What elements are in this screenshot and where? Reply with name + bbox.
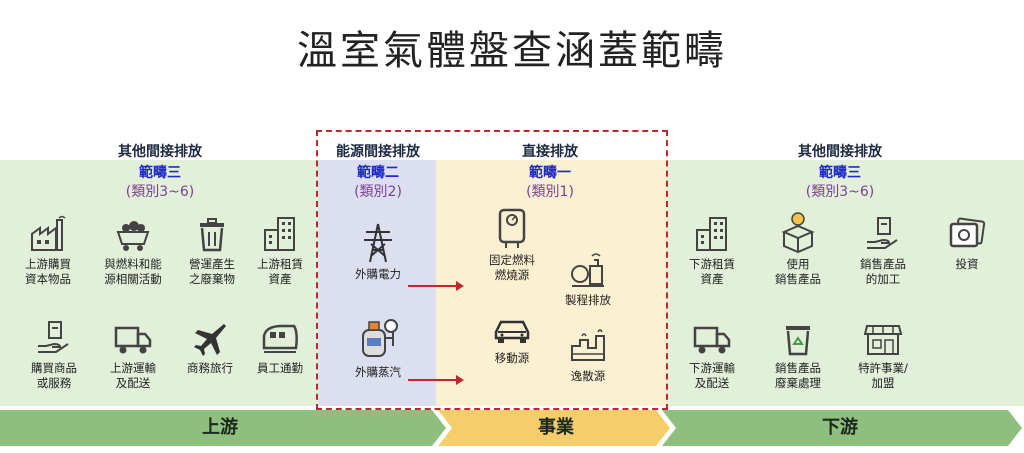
office-building-icon xyxy=(264,217,295,251)
water-heater-icon xyxy=(498,208,526,248)
direct-band-arrow xyxy=(438,410,670,446)
downstream-panel xyxy=(666,160,1024,406)
direct-category: (類別1) xyxy=(526,184,574,200)
upstream-panel xyxy=(0,160,318,406)
upstream-band-arrow xyxy=(0,410,446,446)
money-icon xyxy=(949,217,986,248)
energy-item-electricity: 外購電力 xyxy=(338,222,418,282)
downstream-item-franchise: 特許事業/ 加盟 xyxy=(843,318,923,391)
direct-scope: 範疇一 xyxy=(529,165,571,181)
upstream-item-leased-assets: 上游租賃 資產 xyxy=(240,214,320,287)
truck-icon xyxy=(693,326,731,354)
downstream-item-transport: 下游運輸 及配送 xyxy=(672,318,752,391)
coal-cart-icon xyxy=(116,221,150,251)
process-icon xyxy=(571,253,604,287)
direct-header: 直接排放 xyxy=(522,144,578,160)
car-icon xyxy=(494,320,530,343)
direct-band-label: 事業 xyxy=(538,417,574,438)
steam-arrow xyxy=(408,375,464,385)
upstream-item-transport: 上游運輸 及配送 xyxy=(93,318,173,391)
box-bulb-icon xyxy=(781,212,815,254)
steam-boiler-icon xyxy=(362,319,398,357)
recycle-bin-icon xyxy=(786,326,810,356)
upstream-category: (類別3~6) xyxy=(125,184,195,200)
upstream-band-label: 上游 xyxy=(202,417,238,438)
truck-icon xyxy=(114,326,152,354)
value-chain-band xyxy=(0,410,1022,446)
direct-panel xyxy=(436,160,666,406)
downstream-item-processing: 銷售產品 的加工 xyxy=(843,214,923,287)
upstream-header: 其他間接排放 xyxy=(118,144,202,160)
downstream-item-end-of-life: 銷售產品 廢棄處理 xyxy=(758,318,838,391)
direct-item-stationary: 固定燃料 燃燒源 xyxy=(472,206,552,283)
storefront-icon xyxy=(863,325,903,355)
upstream-item-business-travel: 商務旅行 xyxy=(170,318,250,376)
hand-product-icon xyxy=(867,217,898,249)
downstream-header: 其他間接排放 xyxy=(798,144,882,160)
upstream-item-capital-goods: 上游購買 資本物品 xyxy=(8,214,88,287)
upstream-item-waste: 營運產生 之廢棄物 xyxy=(172,214,252,287)
upstream-item-employee-commute: 員工通勤 xyxy=(240,318,320,376)
fugitive-icon xyxy=(571,329,605,361)
hand-product-icon xyxy=(38,321,69,353)
organization-boundary-box xyxy=(316,130,668,410)
trash-bin-icon xyxy=(200,218,224,252)
energy-item-steam: 外購蒸汽 xyxy=(338,316,418,380)
direct-item-fugitive: 逸散源 xyxy=(548,326,628,384)
downstream-scope: 範疇三 xyxy=(819,165,861,181)
downstream-item-use-sold-products: 使用 銷售產品 xyxy=(758,210,838,287)
downstream-item-leased-assets: 下游租賃 資產 xyxy=(672,214,752,287)
airplane-icon xyxy=(194,324,226,356)
factory-icon xyxy=(31,215,66,251)
downstream-band-label: 下游 xyxy=(822,417,858,438)
electricity-arrow xyxy=(408,281,464,291)
direct-item-mobile: 移動源 xyxy=(472,316,552,366)
energy-header: 能源間接排放 xyxy=(336,144,420,160)
downstream-item-investment: 投資 xyxy=(927,214,1007,272)
downstream-band-arrow xyxy=(662,410,1022,446)
upstream-item-purchased-goods: 購買商品 或服務 xyxy=(14,318,94,391)
energy-scope: 範疇二 xyxy=(357,165,399,181)
energy-panel xyxy=(318,160,436,406)
direct-item-process: 製程排放 xyxy=(548,250,628,308)
downstream-category: (類別3~6) xyxy=(805,184,875,200)
office-building-icon xyxy=(696,217,727,251)
upstream-item-fuel-energy: 與燃料和能 源相關活動 xyxy=(93,214,173,287)
energy-category: (類別2) xyxy=(354,184,402,200)
page-title: 溫室氣體盤查涵蓋範疇 xyxy=(297,28,727,74)
power-tower-icon xyxy=(364,223,392,263)
train-icon xyxy=(262,324,298,353)
upstream-scope: 範疇三 xyxy=(139,165,181,181)
